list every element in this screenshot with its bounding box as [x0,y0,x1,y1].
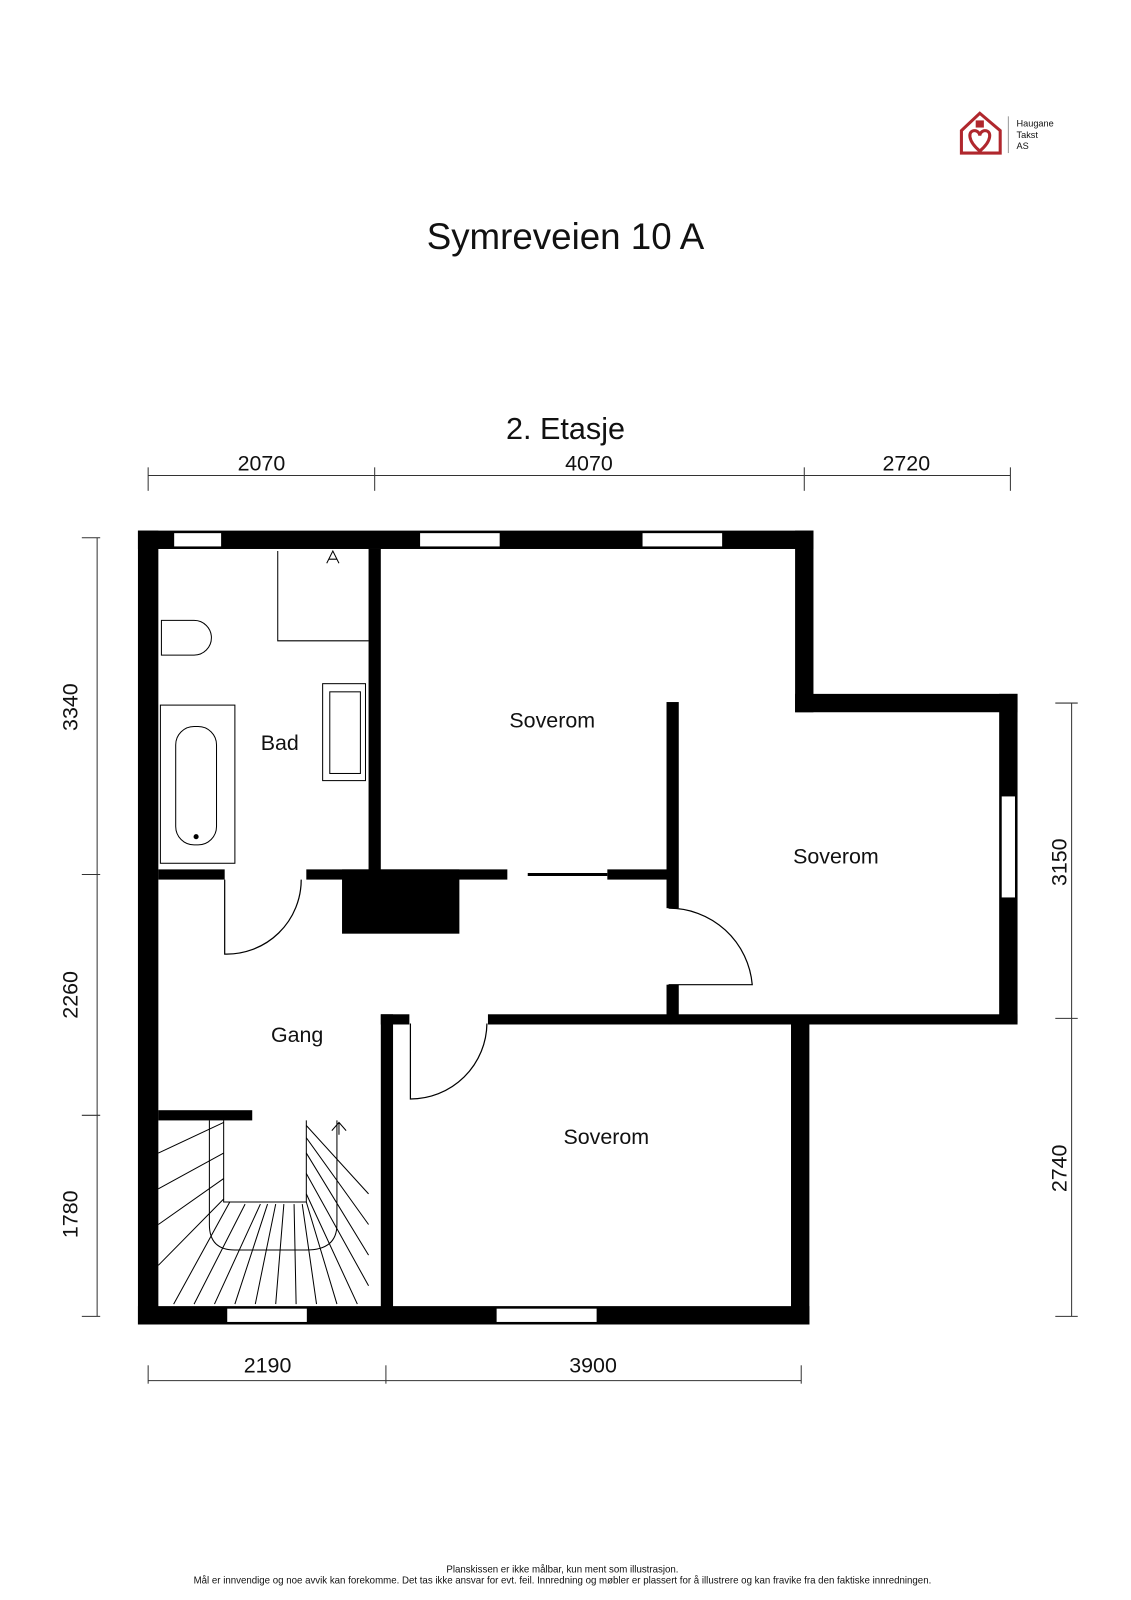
logo-text-1: Haugane [1017,119,1054,129]
dim-bottom-2: 3900 [569,1353,617,1377]
room-label-bad: Bad [261,731,299,755]
bathroom-fixtures [159,549,369,864]
stair-arrow-icon [331,1121,347,1135]
dim-top-2: 4070 [565,451,613,475]
window [495,1307,598,1323]
door-soverom-bottom [409,1023,488,1100]
floor-title: 2. Etasje [506,412,625,446]
room-label-gang: Gang [271,1023,323,1047]
dim-right-2: 2740 [1048,1144,1072,1192]
room-label-soverom-top: Soverom [509,709,595,733]
page-title: Symreveien 10 A [427,216,705,257]
window [641,532,724,548]
logo-text-2: Takst [1017,130,1039,140]
shower [277,551,369,642]
dim-left-1: 3340 [59,683,83,731]
doors [224,872,753,1100]
toilet-icon [160,619,212,656]
bathtub-icon [159,704,236,864]
walls [137,530,1018,1325]
stairs [157,1120,370,1305]
dim-left-2: 2260 [59,971,83,1019]
window [1000,795,1017,899]
dim-left-3: 1780 [59,1190,83,1238]
footer-line-1: Planskissen er ikke målbar, kun ment som… [446,1564,678,1575]
dim-bottom-1: 2190 [244,1353,292,1377]
heart-icon [968,129,992,154]
door-soverom-right [668,907,753,986]
dimension-lines [81,467,1078,1384]
dim-right-1: 3150 [1048,838,1072,886]
company-logo: Haugane Takst AS [959,111,1054,155]
windows [173,532,1017,1323]
window [226,1307,308,1323]
logo-text-3: AS [1017,141,1029,151]
dim-top-1: 2070 [238,451,286,475]
window [419,532,501,548]
dim-top-3: 2720 [883,451,931,475]
door-bad [224,879,302,955]
house-icon [959,111,1002,155]
shower-icon [326,549,340,564]
sink-icon [322,683,367,782]
footer-line-2: Mål er innvendige og noe avvik kan forek… [194,1576,932,1587]
room-label-soverom-right: Soverom [793,844,879,868]
room-label-soverom-bottom: Soverom [563,1125,649,1149]
window [173,532,223,548]
